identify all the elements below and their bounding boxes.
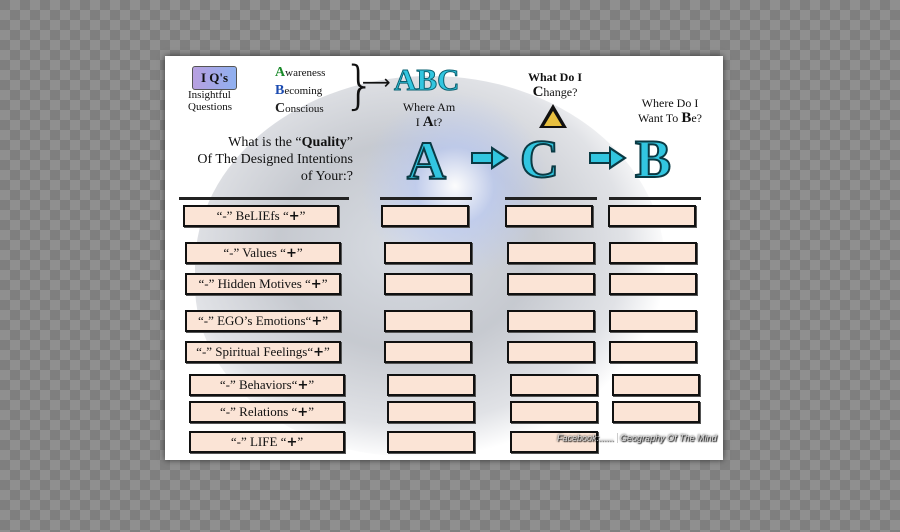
column-divider-c xyxy=(505,197,597,200)
abc-acronym-list: Awareness Becoming Conscious xyxy=(275,64,325,118)
letter-b: B xyxy=(634,129,672,189)
worksheet-card: I Q's Insightful Questions Awareness Bec… xyxy=(165,56,723,460)
acronym-awareness: Awareness xyxy=(275,65,326,80)
row-label: “-” Spiritual Feelings“+” xyxy=(185,341,341,363)
triangle-fill xyxy=(544,111,562,126)
answer-cell-a[interactable] xyxy=(387,374,475,396)
row-label: “-” Values “+” xyxy=(185,242,341,264)
curly-brace-icon: } xyxy=(343,56,377,116)
answer-cell-a[interactable] xyxy=(387,401,475,423)
letter-a: A xyxy=(406,131,447,191)
where-am-i-at-label: Where Am I At? xyxy=(402,100,456,130)
iq-logo-box: I Q's xyxy=(192,66,237,90)
answer-cell-a[interactable] xyxy=(384,310,472,332)
answer-cell-c[interactable] xyxy=(510,431,598,453)
answer-cell-c[interactable] xyxy=(510,374,598,396)
answer-cell-b[interactable] xyxy=(608,205,696,227)
row-label: “-” Hidden Motives “+” xyxy=(185,273,341,295)
answer-cell-b[interactable] xyxy=(612,374,700,396)
answer-cell-a[interactable] xyxy=(384,273,472,295)
iq-subtitle: Insightful Questions xyxy=(188,89,232,113)
column-divider-b xyxy=(609,197,701,200)
arrow-a-to-c-icon xyxy=(471,146,509,170)
answer-cell-b[interactable] xyxy=(612,401,700,423)
acronym-becoming: Becoming xyxy=(275,83,323,98)
iq-line-insightful: Insightful xyxy=(188,89,231,101)
quality-question: What is the “Quality” Of The Designed In… xyxy=(197,135,353,184)
answer-cell-b[interactable] xyxy=(609,242,697,264)
answer-cell-a[interactable] xyxy=(384,341,472,363)
row-label: “-” Relations “+” xyxy=(189,401,345,423)
answer-cell-a[interactable] xyxy=(384,242,472,264)
answer-cell-c[interactable] xyxy=(505,205,593,227)
answer-cell-c[interactable] xyxy=(510,401,598,423)
acronym-conscious: Conscious xyxy=(275,101,324,116)
answer-cell-c[interactable] xyxy=(507,273,595,295)
where-do-i-want-to-be-label: Where Do I Want To Be? xyxy=(638,96,702,126)
answer-cell-a[interactable] xyxy=(387,431,475,453)
arrow-c-to-b-icon xyxy=(589,146,627,170)
iq-line-questions: Questions xyxy=(188,101,232,113)
answer-cell-b[interactable] xyxy=(609,310,697,332)
row-label: “-” Behaviors“+” xyxy=(189,374,345,396)
row-label: “-” BeLIEfs “+” xyxy=(183,205,339,227)
column-divider-a xyxy=(380,197,472,200)
answer-cell-a[interactable] xyxy=(381,205,469,227)
row-label: “-” LIFE “+” xyxy=(189,431,345,453)
letter-c: C xyxy=(519,129,560,189)
answer-cell-b[interactable] xyxy=(609,273,697,295)
row-label: “-” EGO’s Emotions“+” xyxy=(185,310,341,332)
what-do-i-change-label: What Do I Change? xyxy=(527,70,582,100)
credit-text: Facebook:......Geography Of The Mind xyxy=(557,433,717,443)
arrow-right-icon: ⟶ xyxy=(362,70,391,94)
abc-title: ABC xyxy=(393,62,460,98)
answer-cell-c[interactable] xyxy=(507,242,595,264)
column-divider-labels xyxy=(179,197,349,200)
answer-cell-c[interactable] xyxy=(507,310,595,332)
answer-cell-b[interactable] xyxy=(609,341,697,363)
answer-cell-c[interactable] xyxy=(507,341,595,363)
